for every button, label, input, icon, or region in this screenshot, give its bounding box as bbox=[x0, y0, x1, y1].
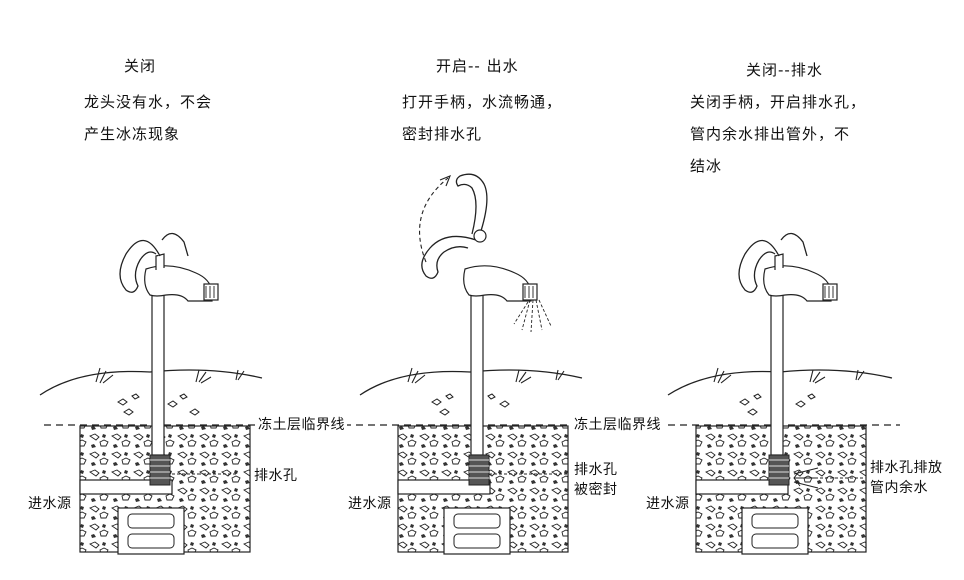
panel-2-drain-hole-label-2: 被密封 bbox=[574, 482, 618, 498]
panel-2-drain-hole-label-1: 排水孔 bbox=[574, 462, 618, 478]
panel-2-desc-line-2: 密封排水孔 bbox=[402, 125, 483, 143]
panel-1-state: 关闭 bbox=[124, 57, 157, 75]
panel-2-hydrant bbox=[359, 173, 583, 555]
panel-1-drain-hole-label: 排水孔 bbox=[254, 468, 298, 484]
frost-line-label-2: 冻土层临界线 bbox=[572, 415, 663, 435]
panel-1-desc-line-2: 产生冰冻现象 bbox=[84, 125, 181, 143]
panel-3-hydrant bbox=[667, 232, 893, 555]
panel-1-hydrant bbox=[39, 232, 263, 555]
panel-1-inlet-label: 进水源 bbox=[28, 496, 72, 512]
panel-3-drain-hole-label-2: 管内余水 bbox=[870, 480, 928, 496]
panel-3-desc-line-2: 管内余水排出管外，不 bbox=[690, 125, 851, 143]
panel-2-desc-line-1: 打开手柄，水流畅通， bbox=[402, 93, 563, 111]
panel-1-desc-line-1: 龙头没有水，不会 bbox=[84, 93, 213, 111]
panel-3-drain-hole-label-1: 排水孔排放 bbox=[870, 460, 943, 476]
panel-3-desc-line-3: 结冰 bbox=[690, 157, 723, 175]
panel-3-desc-line-1: 关闭手柄，开启排水孔， bbox=[690, 93, 867, 111]
frost-line-label-1: 冻土层临界线 bbox=[256, 415, 347, 435]
panel-3-state: 关闭--排水 bbox=[746, 61, 823, 79]
panel-3-inlet-label: 进水源 bbox=[646, 496, 690, 512]
panel-2-state: 开启-- 出水 bbox=[436, 57, 519, 75]
panel-2-inlet-label: 进水源 bbox=[348, 496, 392, 512]
